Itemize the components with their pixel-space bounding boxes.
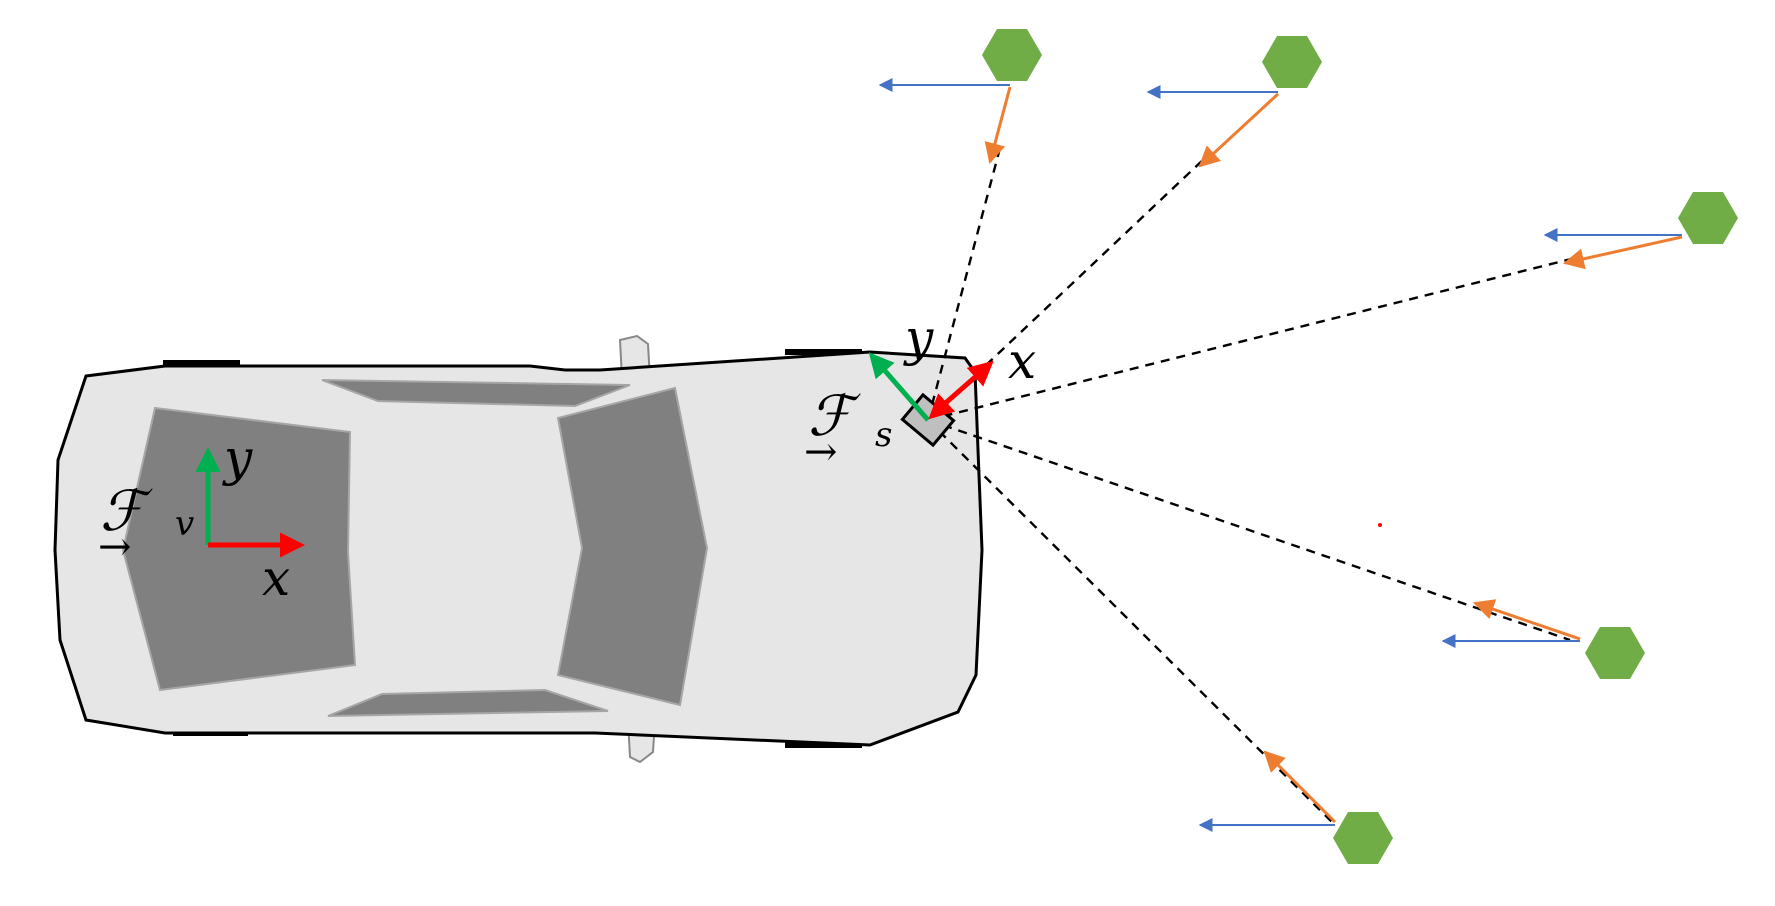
vehicle-x-label: x — [262, 549, 290, 607]
sensor-y-label: y — [903, 309, 934, 367]
line-of-sight-4 — [927, 418, 1571, 642]
target-marker — [1333, 812, 1393, 864]
radial-velocity-arrow — [1473, 599, 1581, 641]
car — [53, 334, 984, 764]
sensor-frame-arrow: → — [804, 429, 838, 475]
vehicle-frame-arrow: → — [98, 524, 132, 570]
target-1 — [878, 29, 1042, 165]
radial-velocity-arrow — [984, 86, 1012, 165]
sensor-frame-subscript: s — [875, 415, 892, 455]
line-of-sight-group — [926, 147, 1576, 826]
car-side-window-top — [321, 379, 631, 408]
target-2 — [1146, 36, 1322, 168]
vehicle-y-label: y — [222, 429, 253, 487]
line-of-sight-5 — [927, 419, 1336, 826]
target-marker — [1585, 627, 1645, 679]
vehicle-frame-subscript: v — [175, 504, 194, 544]
car-rear-window — [121, 406, 357, 692]
radial-velocity-arrow — [1562, 235, 1683, 270]
radial-velocity-arrow — [1263, 750, 1337, 824]
sensor-y-axis-arrow — [868, 352, 930, 422]
target-marker — [1262, 36, 1322, 88]
red-dot — [1378, 523, 1382, 527]
radial-velocity-arrow — [1198, 92, 1280, 168]
target-3 — [1543, 192, 1738, 270]
car-windshield — [556, 386, 709, 707]
target-marker — [982, 29, 1042, 81]
target-5 — [1198, 750, 1393, 864]
vehicle-frame-axes — [195, 447, 305, 558]
car-side-window-bottom — [327, 688, 609, 717]
sensor-x-axis-arrow-tail — [928, 393, 956, 420]
sensor — [868, 352, 994, 448]
target-4 — [1441, 599, 1645, 679]
target-marker — [1678, 192, 1738, 244]
sensor-x-label: x — [1008, 332, 1036, 390]
